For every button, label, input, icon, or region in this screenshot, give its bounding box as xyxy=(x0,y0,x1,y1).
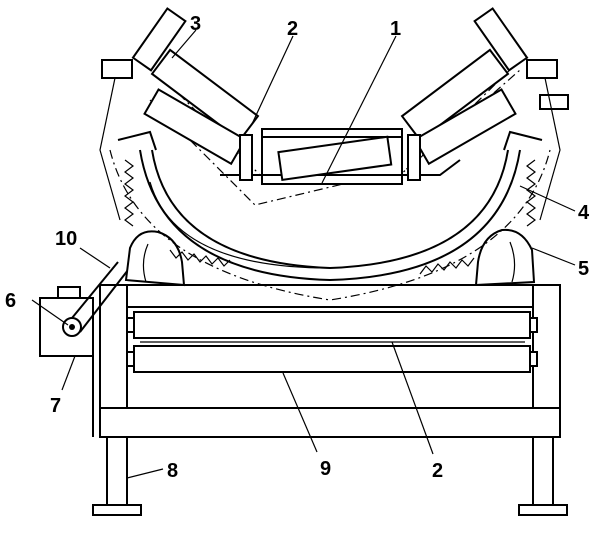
return-rollers xyxy=(126,311,538,373)
drive-unit xyxy=(39,261,129,357)
right-linkage xyxy=(539,77,561,221)
upper-idlers xyxy=(143,48,517,185)
return-roller-lower xyxy=(133,345,531,373)
leader-lines xyxy=(31,29,576,479)
left-top-box xyxy=(101,59,133,79)
leader-3 xyxy=(171,29,197,59)
support-wheels xyxy=(124,228,536,287)
left-foot xyxy=(92,504,142,516)
top-side-rollers xyxy=(99,7,569,221)
leader-1 xyxy=(321,35,397,184)
right-mid-box xyxy=(539,94,569,110)
label-3: 3 xyxy=(190,13,201,35)
roller-shaft-right-b xyxy=(529,351,538,367)
leader-5 xyxy=(531,247,576,266)
leader-4 xyxy=(519,185,576,212)
right-wing-roller xyxy=(400,48,510,142)
right-post xyxy=(407,134,421,181)
part-labels: 1 2 3 4 5 6 7 8 9 2 10 xyxy=(5,13,590,482)
left-leg xyxy=(106,436,128,508)
label-9: 9 xyxy=(320,458,331,480)
right-foot xyxy=(518,504,568,516)
left-wing-roller-lower xyxy=(143,88,247,166)
left-lower-spring xyxy=(169,249,231,267)
left-support-wheel xyxy=(124,230,186,287)
left-spring xyxy=(124,159,134,227)
label-7: 7 xyxy=(50,395,61,417)
leader-10 xyxy=(79,247,111,269)
right-bracket xyxy=(503,130,543,151)
right-wing-roller-lower xyxy=(413,88,517,166)
right-top-roller xyxy=(473,7,529,72)
right-leg xyxy=(532,436,554,508)
right-top-box xyxy=(526,59,558,79)
return-roller-upper xyxy=(133,311,531,339)
label-4: 4 xyxy=(578,202,590,224)
left-linkage xyxy=(99,77,121,221)
leader-2-top xyxy=(251,35,294,125)
roller-shaft-left-b xyxy=(126,351,135,367)
left-wheel-inner xyxy=(142,243,149,283)
leader-2-bottom xyxy=(391,341,434,455)
label-10: 10 xyxy=(55,228,77,250)
label-1: 1 xyxy=(390,18,401,40)
motor-cap xyxy=(57,286,81,299)
label-5: 5 xyxy=(578,258,589,280)
base-frame xyxy=(92,284,568,516)
label-6: 6 xyxy=(5,290,16,312)
leader-7 xyxy=(61,355,76,391)
frame-lower-beam xyxy=(99,407,561,438)
right-spring xyxy=(526,159,536,227)
leader-6 xyxy=(31,299,69,326)
drive-belt-upper xyxy=(71,261,119,319)
drive-belt-lower xyxy=(79,269,129,333)
roller-shaft-left-a xyxy=(126,317,135,333)
left-top-roller xyxy=(131,7,187,72)
frame-top-beam xyxy=(99,284,561,308)
leader-9 xyxy=(282,372,318,453)
arc-cradle xyxy=(117,130,543,282)
label-8: 8 xyxy=(167,460,178,482)
roller-shaft-right-a xyxy=(529,317,538,333)
label-2-bottom: 2 xyxy=(432,460,443,482)
left-bracket xyxy=(117,130,157,151)
label-2-top: 2 xyxy=(287,18,298,40)
drive-pulley-hub xyxy=(69,324,75,330)
leader-8 xyxy=(126,468,164,479)
right-support-wheel xyxy=(474,228,536,287)
right-wheel-inner xyxy=(509,241,516,283)
cradle-rib-left xyxy=(149,181,331,269)
left-wing-roller xyxy=(150,48,260,142)
left-post xyxy=(239,134,253,181)
